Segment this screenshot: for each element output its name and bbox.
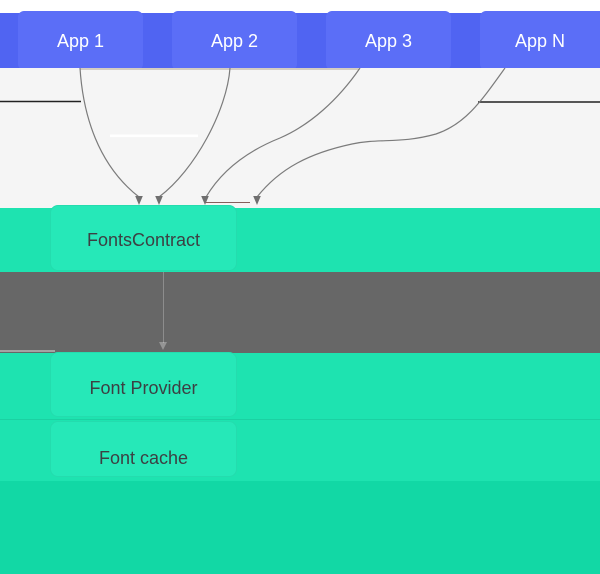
app-node-3: App 3 <box>326 11 451 70</box>
app-node-2-label: App 2 <box>210 30 259 51</box>
app-node-2: App 2 <box>172 11 297 70</box>
bottom-band <box>0 481 600 574</box>
app-node-3-label: App 3 <box>364 30 413 51</box>
fontscontract-label: FontsContract <box>86 230 201 250</box>
font-provider-label: Font Provider <box>89 378 198 398</box>
font-provider-node: Font Provider <box>50 352 237 417</box>
font-cache-node: Font cache <box>50 421 237 477</box>
font-cache-label: Font cache <box>98 448 189 468</box>
gray-band <box>0 272 600 353</box>
contract-to-provider-arrow-line <box>163 272 164 343</box>
gray-band-light-seam <box>0 350 55 352</box>
app-node-n-label: App N <box>514 30 566 51</box>
fontscontract-node: FontsContract <box>50 205 237 271</box>
app-node-1-label: App 1 <box>56 30 105 51</box>
app-node-n: App N <box>480 11 600 70</box>
apps-to-fontscontract-arrows <box>0 68 600 208</box>
provider-cache-seam <box>0 419 600 420</box>
contract-to-provider-arrowhead-icon <box>159 342 167 350</box>
app-node-1: App 1 <box>18 11 143 70</box>
funnel-arrows-svg <box>0 68 600 205</box>
